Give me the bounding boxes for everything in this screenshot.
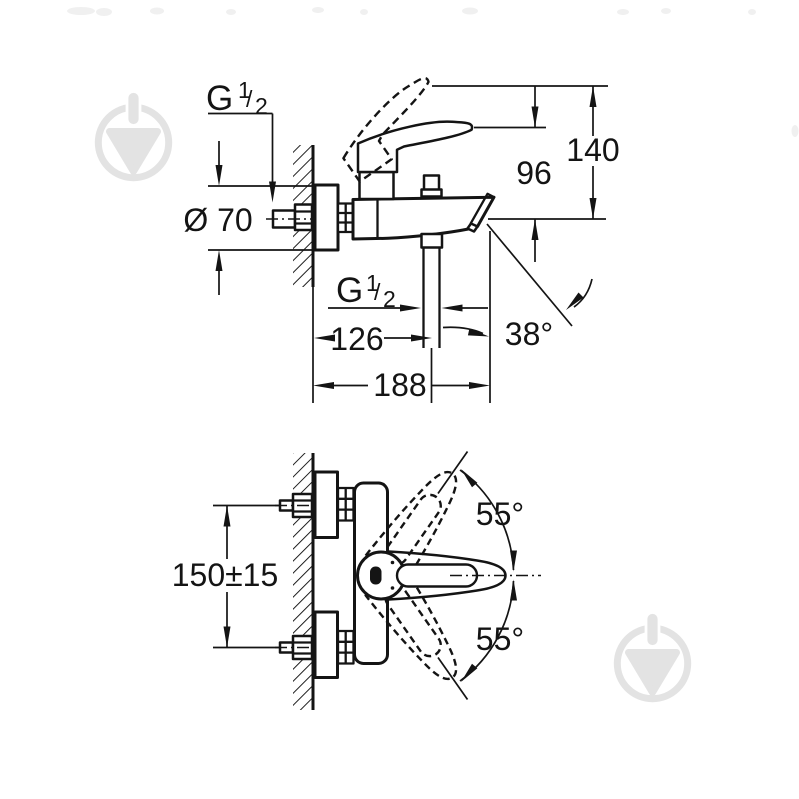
- escutcheon: [313, 183, 340, 252]
- cartridge: [358, 170, 395, 201]
- thread-top-leader: [208, 112, 274, 184]
- dimension-labels: G 1 / 2 G 1 / 2 Ø 70 140 96 38° 126 188 …: [172, 77, 620, 657]
- front-view: [213, 451, 541, 710]
- thread-bottom-label: G 1 / 2: [336, 270, 396, 312]
- dim-140-label: 140: [566, 132, 619, 168]
- dim-96-label: 96: [516, 155, 552, 191]
- trowel-watermark-icon: [617, 613, 687, 699]
- s-union-hex: [336, 486, 355, 665]
- aerator-face: [469, 192, 495, 225]
- dim-150-label: 150±15: [172, 557, 279, 593]
- dim-55up-label: 55°: [476, 496, 524, 532]
- side-view: [208, 73, 608, 403]
- watermark-bottom-right: [617, 613, 687, 699]
- dim-126-label: 126: [330, 321, 383, 357]
- faint-watermark-smudges: [67, 7, 799, 137]
- watermark-top-left: [98, 92, 168, 178]
- escutcheon: [313, 610, 339, 679]
- dim-38deg-label: 38°: [505, 316, 553, 352]
- lever-inner-slot: [395, 563, 479, 588]
- dome-slot: [370, 566, 382, 585]
- dia70-label: Ø 70: [183, 202, 252, 238]
- shower-hose: [422, 247, 441, 348]
- dim-188-label: 188: [373, 367, 426, 403]
- union-nut: [293, 203, 314, 232]
- thread-top-label: G 1 / 2: [206, 77, 268, 119]
- trowel-watermark-icon: [98, 92, 168, 178]
- lever-handle: [356, 120, 474, 174]
- spout-outlet: [466, 222, 479, 233]
- diverter-knob: [422, 174, 441, 192]
- wall-hatch: [293, 453, 313, 710]
- escutcheon: [313, 470, 339, 539]
- dia70-extension-lines: [208, 185, 315, 251]
- hose-nut: [420, 232, 444, 249]
- s-union-hex: [336, 202, 355, 234]
- dim-55down-label: 55°: [476, 621, 524, 657]
- spout-angle-line: [486, 223, 573, 327]
